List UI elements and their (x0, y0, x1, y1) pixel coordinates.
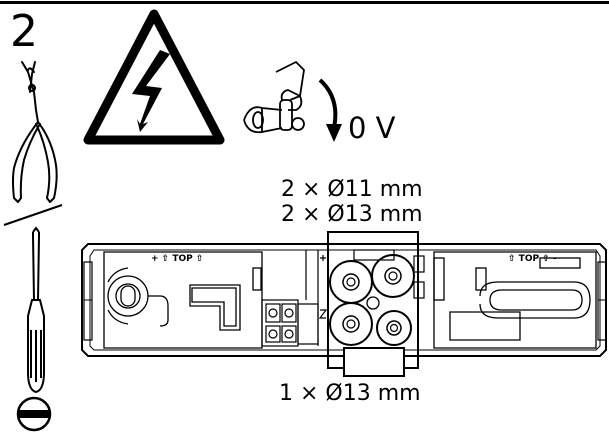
arrow-down-icon (318, 78, 342, 142)
left-mounting-plate (103, 251, 263, 349)
hole-top-left (329, 260, 373, 304)
terminal-block (261, 250, 328, 347)
holes-label-top-2: 2 × Ø13 mm (281, 202, 423, 227)
top-mark-left: + ⇧ TOP ⇧ (151, 254, 204, 264)
hole-bottom-left (329, 302, 373, 346)
holes-label-bottom: 1 × Ø13 mm (279, 381, 421, 406)
holes-label-top-1: 2 × Ø11 mm (281, 177, 423, 202)
hole-small-center (366, 296, 380, 310)
screwdriver-icon (27, 226, 45, 394)
top-mark-right: ⇧ TOP ⇧ - (508, 254, 557, 264)
voltage-label: 0 V (348, 111, 396, 145)
switch-off-icon (243, 61, 305, 134)
flathead-tip-icon (16, 396, 52, 432)
pliers-icon (12, 61, 58, 203)
high-voltage-warning-icon (83, 9, 225, 145)
hole-top-right (371, 254, 415, 298)
device-housing (81, 243, 607, 357)
step-number: 2 (10, 6, 38, 57)
hole-bottom-right (376, 310, 412, 346)
cable-holes (329, 254, 415, 346)
right-mounting-plate (433, 251, 597, 349)
tool-divider (3, 204, 63, 226)
